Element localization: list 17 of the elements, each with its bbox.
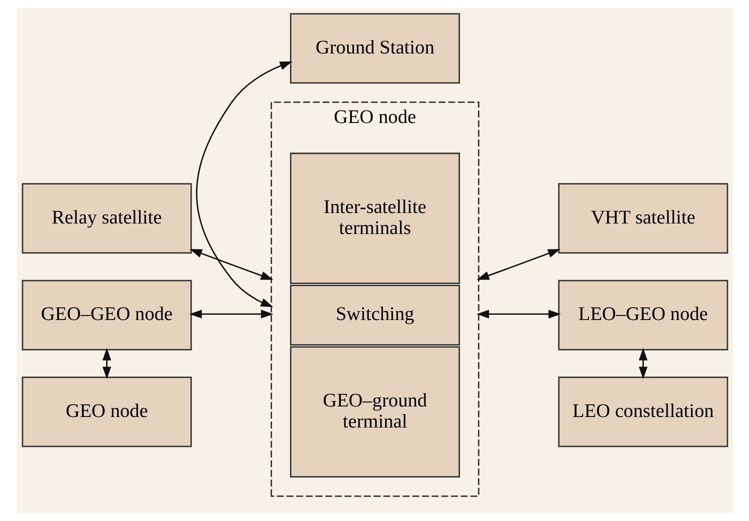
arrow <box>189 249 273 280</box>
node-box: Switching <box>290 284 460 346</box>
node-box: Ground Station <box>290 13 460 84</box>
node-box: GEO–ground terminal <box>290 346 460 478</box>
node-box: Relay satellite <box>21 183 192 254</box>
arrow <box>638 348 648 380</box>
arrow <box>188 310 273 318</box>
node-box: VHT satellite <box>558 183 728 254</box>
node-box: GEO–GEO node <box>21 280 192 350</box>
arrow <box>476 249 560 280</box>
node-box: LEO constellation <box>558 376 728 448</box>
node-box: Inter-satellite terminals <box>290 152 460 284</box>
node-box: GEO node <box>21 376 192 448</box>
arrow <box>102 348 111 380</box>
node-box: LEO–GEO node <box>558 280 728 350</box>
arrow <box>476 310 560 318</box>
arrow <box>196 61 292 308</box>
